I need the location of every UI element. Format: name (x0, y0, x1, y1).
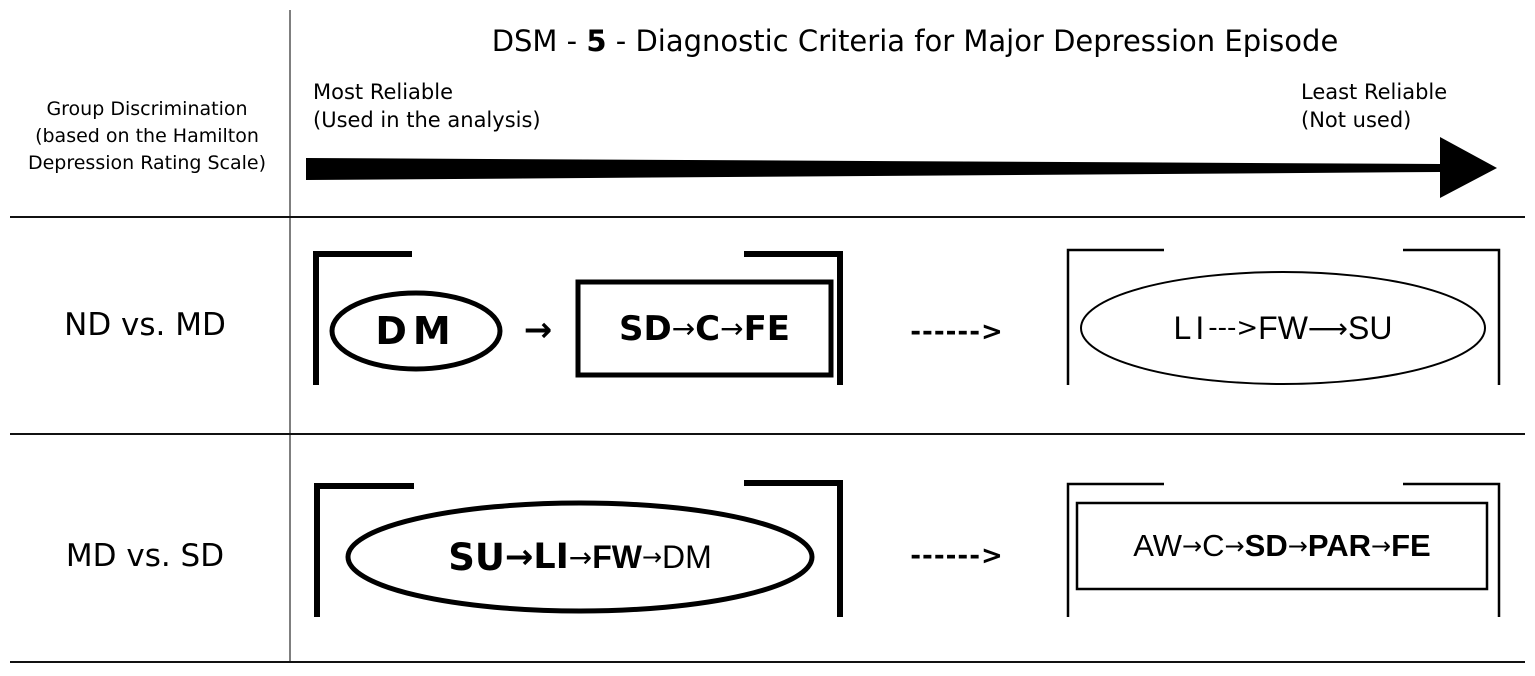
oval-li-fw-su (1080, 271, 1486, 385)
criterion-aw: AW (1133, 528, 1183, 563)
criterion-li: LI (1173, 309, 1209, 346)
title-prefix: DSM - (491, 24, 587, 58)
criterion-par: PAR (1307, 528, 1371, 563)
arrow: → (1287, 532, 1308, 560)
oval-li-fw-su-content: LI--->FW⟶SU (1081, 300, 1485, 356)
title-number: 5 (586, 24, 607, 58)
box-sd-c-fe (575, 279, 834, 378)
arrow: → (671, 312, 696, 345)
arrow-dm-to-box: → (508, 305, 568, 355)
least-reliable-note: (Not used) (1301, 108, 1412, 132)
arrow: → (720, 312, 744, 345)
box-sd-c-fe-content: SD→C→FE (580, 284, 829, 373)
row-label-md-sd: MD vs. SD (65, 538, 225, 574)
bracket-row1-least (1066, 248, 1501, 385)
criterion-sd: SD (618, 308, 672, 349)
arrow: → (523, 310, 553, 350)
criterion-li: LI (533, 537, 569, 577)
criterion-fw: FW (1258, 309, 1308, 346)
header-line-1: Group Discrimination (46, 98, 248, 120)
least-reliable-label: Least Reliable (Not used) (1301, 78, 1447, 134)
arrow: → (1224, 532, 1245, 560)
oval-dm (329, 290, 503, 372)
criterion-fw: FW (592, 538, 642, 575)
bracket-row2-least (1066, 482, 1501, 617)
group-discrimination-header: Group Discrimination (based on the Hamil… (8, 96, 286, 177)
criterion-fe: FE (1391, 528, 1431, 563)
box-aw-c-sd-par-fe-content: AW→C→SD→PAR→FE (1079, 505, 1485, 587)
row-label-nd-md: ND vs. MD (64, 307, 226, 343)
most-reliable-note: (Used in the analysis) (313, 108, 541, 132)
bracket-row1-most (313, 251, 843, 385)
diagram-title: DSM - 5 - Diagnostic Criteria for Major … (295, 24, 1535, 58)
bracket-row2-most (314, 480, 843, 617)
dashed-arrow: ---> (1208, 313, 1259, 343)
oval-dm-content: DM (332, 293, 500, 369)
long-arrow: ⟶ (1307, 311, 1349, 345)
dashed-connector: ------> (910, 317, 1004, 347)
oval-su-li-fw-dm-content: SU→LI→FW→DM (350, 522, 810, 592)
criterion-dm: DM (375, 309, 457, 353)
dashed-connector: ------> (910, 541, 1004, 571)
arrow: → (1182, 532, 1203, 560)
connector-row2: ------> (882, 534, 1032, 578)
criterion-c: C (1202, 528, 1225, 563)
header-line-3: Depression Rating Scale) (27, 152, 267, 174)
least-reliable-text: Least Reliable (1301, 80, 1448, 104)
arrow: → (568, 540, 593, 574)
criterion-dm: DM (662, 538, 712, 575)
reliability-arrow (306, 137, 1497, 198)
criterion-fe: FE (743, 308, 791, 349)
criterion-su: SU (1348, 309, 1393, 346)
criterion-c: C (695, 308, 721, 349)
most-reliable-label: Most Reliable (Used in the analysis) (313, 78, 541, 134)
connector-row1: ------> (882, 310, 1032, 354)
title-suffix: - Diagnostic Criteria for Major Depressi… (606, 24, 1339, 58)
oval-su-li-fw-dm (345, 500, 815, 614)
arrow: → (504, 537, 534, 577)
arrow: → (1371, 532, 1392, 560)
arrow: → (641, 543, 663, 571)
box-aw-c-sd-par-fe (1075, 501, 1489, 591)
criterion-sd: SD (1244, 528, 1288, 563)
most-reliable-text: Most Reliable (313, 80, 454, 104)
criterion-su: SU (448, 535, 505, 579)
header-line-2: (based on the Hamilton (35, 125, 259, 147)
